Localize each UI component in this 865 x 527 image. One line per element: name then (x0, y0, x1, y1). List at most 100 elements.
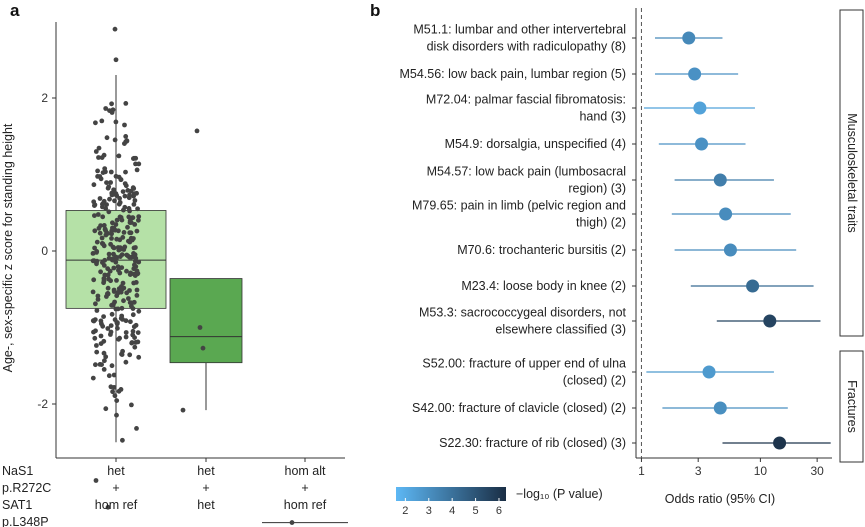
data-point (97, 174, 103, 179)
data-point (105, 231, 111, 236)
data-point (99, 155, 105, 161)
data-point (122, 193, 128, 199)
group-label: hom alt (285, 464, 327, 478)
data-point (112, 393, 118, 399)
data-point (129, 340, 135, 345)
legend-title: −log₁₀ (P value) (516, 487, 603, 501)
data-point (134, 167, 140, 173)
data-point (197, 325, 203, 330)
panel-b-letter: b (370, 1, 380, 20)
data-point (132, 344, 138, 350)
data-point (136, 354, 142, 360)
data-point (100, 170, 106, 176)
data-point (99, 235, 105, 241)
data-point (106, 209, 112, 215)
data-point (110, 257, 115, 263)
data-point (136, 259, 142, 265)
data-point (98, 333, 104, 339)
x-tick-label: 1 (638, 464, 645, 478)
data-point (112, 227, 118, 233)
data-point (113, 57, 119, 63)
legend-tick-label: 5 (473, 505, 479, 517)
data-point (98, 269, 103, 275)
data-point (101, 314, 106, 319)
data-point (110, 220, 115, 226)
data-point (107, 196, 112, 202)
data-point (127, 254, 132, 260)
data-point (105, 291, 110, 297)
data-point (117, 200, 123, 205)
data-point (111, 245, 117, 251)
data-point (114, 412, 119, 418)
data-point (104, 135, 110, 141)
data-point (121, 230, 127, 235)
facet-strip (839, 350, 864, 463)
data-point (91, 329, 96, 335)
estimate-point (773, 436, 787, 450)
genotype-row-label: p.L348P (2, 515, 49, 527)
trait-label: M51.1: lumbar and other intervertebral (413, 23, 626, 37)
data-point (101, 350, 107, 356)
data-point (90, 375, 96, 381)
data-point (120, 189, 126, 195)
x-tick-label: 10 (754, 464, 768, 478)
trait-label: S52.00: fracture of upper end of ulna (422, 357, 626, 371)
y-tick-label: 2 (41, 91, 48, 105)
data-point (93, 120, 98, 126)
data-point (118, 215, 124, 220)
data-point (103, 106, 109, 111)
estimate-point (682, 31, 696, 45)
data-point (97, 196, 103, 201)
estimate-point (719, 207, 733, 221)
data-point (128, 220, 134, 225)
data-point (125, 296, 131, 301)
group-label: hom ref (95, 498, 138, 512)
data-point (136, 214, 142, 220)
data-point (111, 385, 117, 390)
data-point (116, 336, 121, 342)
data-point (123, 183, 129, 189)
data-point (98, 341, 104, 346)
data-point (108, 332, 113, 337)
data-point (109, 302, 114, 308)
trait-label: S22.30: fracture of rib (closed) (3) (439, 436, 626, 450)
data-point (115, 325, 120, 331)
data-point (105, 285, 111, 291)
trait-label: disk disorders with radiculopathy (8) (427, 40, 626, 54)
data-point (109, 236, 114, 241)
y-axis-title: Age-, sex-specific z score for standing … (1, 123, 15, 372)
data-point (106, 184, 112, 190)
data-point (131, 266, 137, 272)
data-point (111, 372, 117, 378)
data-point (123, 359, 129, 365)
data-point (133, 255, 139, 261)
trait-label: elsewhere classified (3) (495, 323, 626, 337)
data-point (92, 202, 98, 208)
y-tick-label: -2 (37, 397, 48, 411)
data-point (132, 222, 138, 227)
data-point (127, 239, 133, 245)
data-point (101, 276, 107, 281)
data-point (122, 204, 128, 210)
data-point (108, 241, 113, 247)
x-tick-label: 3 (695, 464, 702, 478)
data-point (100, 214, 106, 220)
data-point (127, 300, 133, 305)
facet-strip-label: Fractures (845, 380, 859, 433)
estimate-point (713, 173, 727, 187)
data-point (114, 256, 119, 261)
data-point (123, 330, 129, 335)
data-point (109, 231, 114, 237)
data-point (91, 258, 97, 264)
data-point (125, 224, 130, 230)
trait-label: M54.57: low back pain (lumbosacral (427, 165, 626, 179)
genotype-row-label: SAT1 (2, 498, 32, 512)
data-point (110, 107, 116, 113)
data-point (131, 271, 137, 277)
data-point (102, 257, 108, 263)
data-point (122, 122, 127, 128)
data-point (121, 298, 126, 304)
data-point (134, 293, 140, 298)
data-point (102, 227, 108, 233)
